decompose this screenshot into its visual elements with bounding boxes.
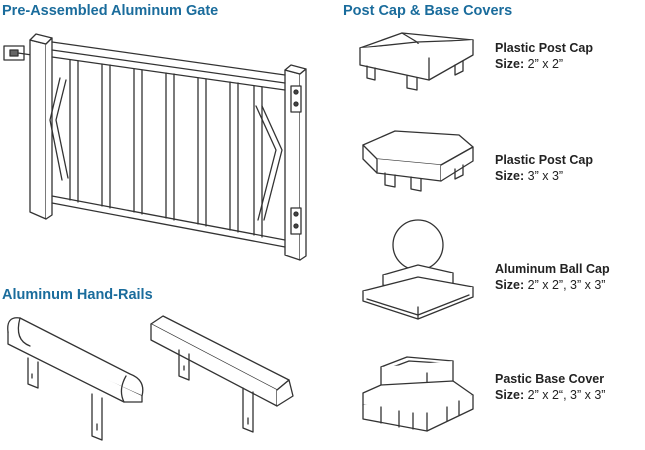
covers-heading: Post Cap & Base Covers: [343, 3, 513, 19]
base-cover-illustration: [362, 356, 474, 432]
product-size: Size: 2” x 2”, 3” x 3”: [495, 278, 606, 292]
product-ball-cap: Aluminum Ball Cap Size: 2” x 2”, 3” x 3”: [495, 261, 610, 293]
ball-cap-illustration: [362, 219, 474, 320]
rails-heading: Aluminum Hand-Rails: [2, 287, 153, 303]
hand-rail-rounded-illustration: [7, 317, 144, 441]
hand-rail-square-illustration: [150, 315, 294, 433]
product-size: Size: 2” x 2”: [495, 57, 564, 71]
product-base-cover: Pastic Base Cover Size: 2” x 2“, 3” x 3”: [495, 371, 605, 403]
aluminum-gate-illustration: [3, 33, 307, 261]
product-name: Pastic Base Cover: [495, 372, 605, 386]
gate-latch-icon: [3, 45, 33, 61]
lower-hinge-icon: [290, 207, 302, 235]
product-size: Size: 2” x 2“, 3” x 3”: [495, 388, 606, 402]
upper-hinge-icon: [290, 85, 302, 113]
product-post-cap-3x3: Plastic Post Cap Size: 3” x 3”: [495, 152, 593, 184]
product-post-cap-2x2: Plastic Post Cap Size: 2” x 2”: [495, 40, 593, 72]
product-size: Size: 3” x 3”: [495, 169, 564, 183]
product-name: Plastic Post Cap: [495, 153, 593, 167]
product-name: Plastic Post Cap: [495, 41, 593, 55]
post-cap-2x2-illustration: [359, 32, 474, 91]
product-name: Aluminum Ball Cap: [495, 262, 610, 276]
gate-heading: Pre-Assembled Aluminum Gate: [2, 3, 219, 19]
post-cap-3x3-illustration: [362, 130, 474, 192]
